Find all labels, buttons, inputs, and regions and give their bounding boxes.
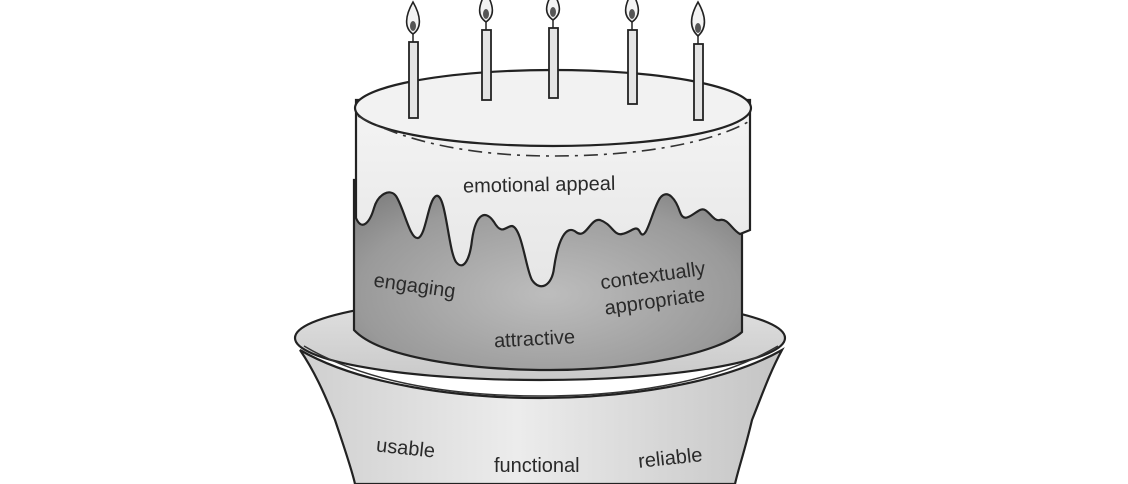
label-functional: functional: [494, 455, 580, 477]
label-emotional-appeal: emotional appeal: [463, 173, 616, 198]
frosting-drips: [354, 98, 752, 288]
frosting-rim-line: [357, 115, 749, 157]
candle: [690, 0, 706, 121]
base-inner-rim: [303, 345, 779, 397]
candles: [405, 0, 706, 121]
base-bowl: [299, 347, 785, 484]
flame-icon: [405, 0, 421, 35]
candle: [405, 0, 421, 119]
flame-icon: [690, 0, 706, 38]
candle: [545, 0, 561, 99]
top-layer: [353, 68, 753, 288]
label-attractive: attractive: [493, 326, 575, 352]
candle: [478, 0, 494, 101]
candle: [624, 0, 640, 105]
